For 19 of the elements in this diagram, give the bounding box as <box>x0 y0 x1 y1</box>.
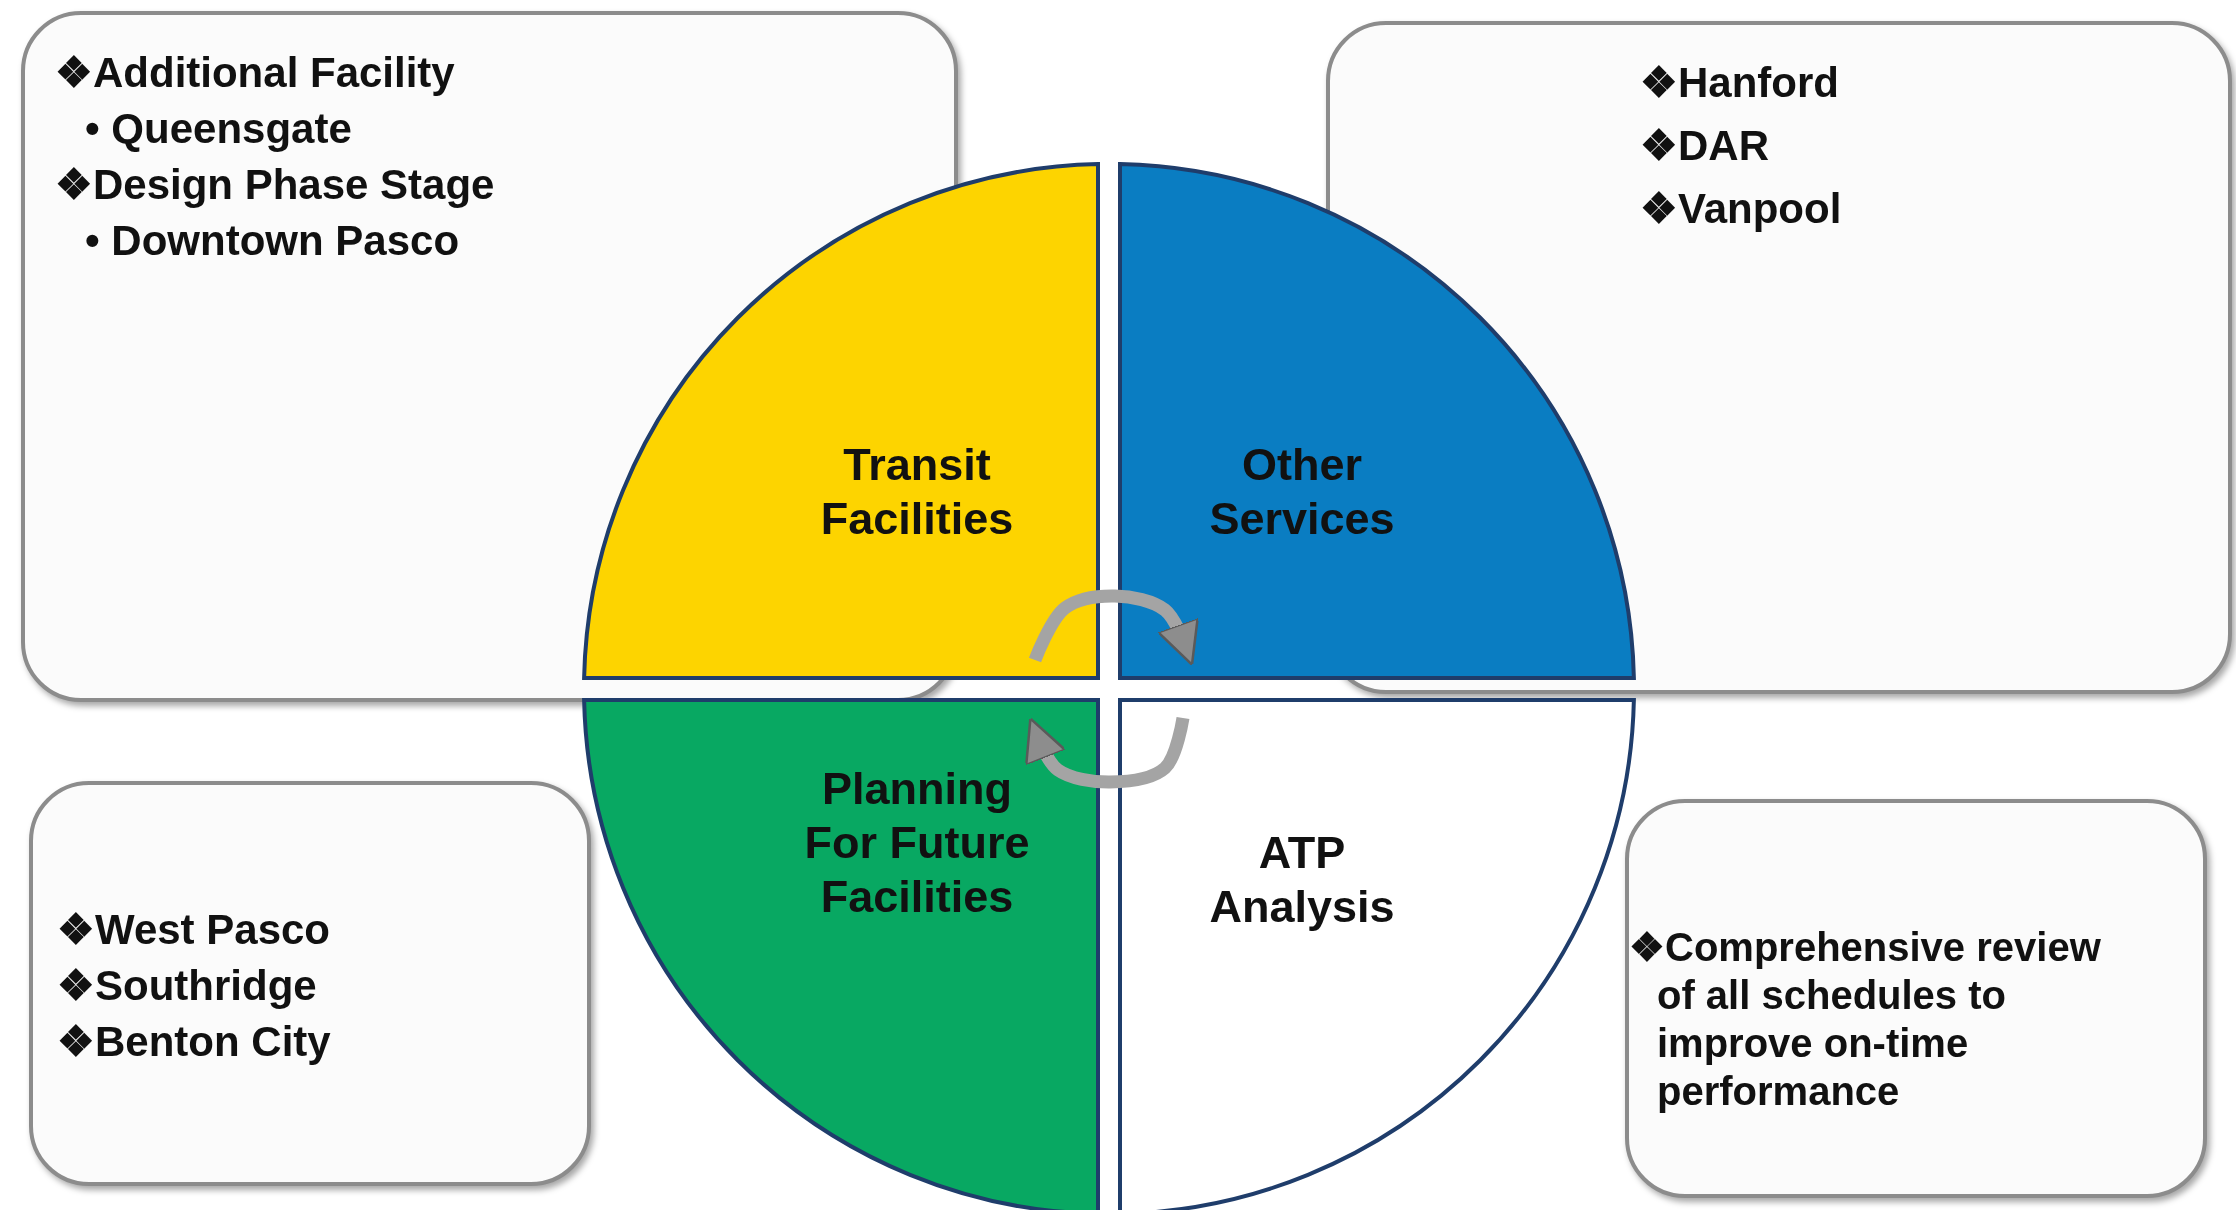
list-item: ❖Comprehensive review of all schedules to improve on-time performance <box>1629 924 2102 1115</box>
segment-label: ATP Analysis <box>1208 826 1396 934</box>
list-item: ❖West Pasco <box>57 905 330 955</box>
list-item: ❖Vanpool <box>1640 184 1842 234</box>
text-panel <box>29 781 591 1186</box>
text-panel <box>1625 799 2207 1198</box>
list-item: ❖Hanford <box>1640 58 1839 108</box>
cycle-arrow <box>1028 589 1199 666</box>
list-item: ❖DAR <box>1640 121 1769 171</box>
list-item: • Downtown Pasco <box>85 216 460 266</box>
segment-label: Other Services <box>1208 438 1396 546</box>
list-item: ❖Benton City <box>57 1017 331 1067</box>
list-item: ❖Southridge <box>57 961 317 1011</box>
segment-label: Planning For Future Facilities <box>803 762 1031 924</box>
list-item: • Queensgate <box>85 104 352 154</box>
segment-label: Transit Facilities <box>819 438 1015 546</box>
list-item: ❖Additional Facility <box>55 48 455 98</box>
list-item: ❖Design Phase Stage <box>55 160 495 210</box>
cycle-arrow <box>1025 716 1190 789</box>
